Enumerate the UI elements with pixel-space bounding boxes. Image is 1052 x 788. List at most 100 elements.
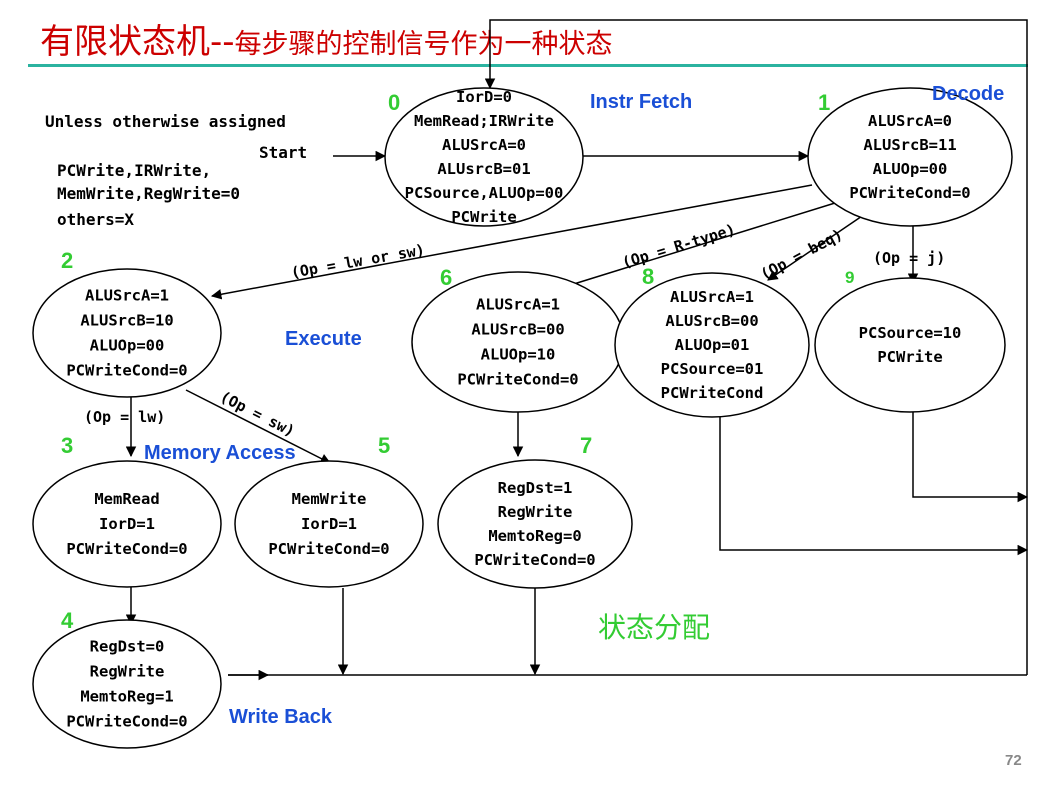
defaults-line-4: others=X [57, 210, 134, 229]
state-7-ellipse [437, 459, 633, 589]
state-4-signal: RegWrite [90, 663, 165, 681]
state-8-number: 8 [642, 264, 654, 289]
state-5-signal: PCWriteCond=0 [268, 540, 389, 558]
arrow-1-to-8 [767, 211, 869, 281]
state-6-signal: ALUSrcB=00 [471, 321, 564, 339]
label-instr-fetch: Instr Fetch [590, 91, 692, 113]
state-4-signal: RegDst=0 [90, 638, 165, 656]
state-9-signal: PCWrite [877, 348, 942, 366]
cond-rtype: (Op = R-type) [620, 220, 738, 272]
arrow-9-to-return [912, 412, 1029, 503]
state-assignment-label: 状态分配 [598, 611, 710, 644]
state-9-number: 9 [845, 268, 854, 287]
page-number: 72 [1005, 752, 1022, 769]
state-0-signal: PCWrite [451, 208, 516, 226]
state-9-signal: PCSource=10 [859, 324, 962, 342]
arrow-8-to-return [719, 416, 1029, 556]
label-decode: Decode [932, 83, 1004, 105]
state-1-signal: ALUSrcA=0 [868, 112, 952, 130]
cond-j: (Op = j) [873, 249, 945, 267]
slide-title: 有限状态机--每步骤的控制信号作为一种状态 [40, 14, 613, 63]
state-8-signal: ALUOp=01 [675, 336, 750, 354]
state-8-signal: ALUSrcA=1 [670, 288, 754, 306]
state-0-signal: ALUsrcB=01 [437, 160, 530, 178]
state-6-signal: ALUOp=10 [481, 346, 556, 364]
state-6-number: 6 [440, 265, 452, 290]
state-1-ellipse [807, 87, 1013, 227]
state-0-signal: ALUSrcA=0 [442, 136, 526, 154]
state-6-ellipse [411, 271, 625, 413]
state-6-signal: ALUSrcA=1 [476, 296, 560, 314]
state-4-signal: MemtoReg=1 [80, 688, 173, 706]
state-8-signal: ALUSrcB=00 [665, 312, 758, 330]
defaults-line-2: PCWrite,IRWrite, [57, 161, 211, 180]
state-7-signal: MemtoReg=0 [488, 527, 581, 545]
defaults-line-1: Unless otherwise assigned [45, 112, 286, 131]
state-4-signal: PCWriteCond=0 [66, 713, 187, 731]
state-7-signal: RegDst=1 [498, 479, 573, 497]
state-0-signal: IorD=0 [456, 88, 512, 106]
state-7-signal: RegWrite [498, 503, 573, 521]
state-1-signal: PCWriteCond=0 [849, 184, 970, 202]
start-label: Start [259, 143, 307, 162]
arrow-1-to-2 [210, 184, 813, 300]
state-5-signal: IorD=1 [301, 515, 357, 533]
state-2-ellipse [32, 268, 222, 398]
state-3-ellipse [32, 460, 222, 588]
state-4-number: 4 [61, 608, 74, 633]
state-0-ellipse [384, 87, 584, 227]
label-memory-access: Memory Access [144, 442, 296, 464]
title-rule [28, 64, 1028, 67]
state-0: IorD=0MemRead;IRWriteALUSrcA=0ALUsrcB=01… [384, 87, 584, 227]
state-0-signal: MemRead;IRWrite [414, 112, 554, 130]
state-2-signal: ALUOp=00 [90, 337, 165, 355]
arrow-2-to-5 [185, 389, 331, 464]
cond-lw: (Op = lw) [84, 408, 165, 426]
title-sub: 每步骤的控制信号作为一种状态 [234, 29, 613, 60]
state-5-signal: MemWrite [292, 490, 367, 508]
state-0-number: 0 [388, 90, 400, 115]
state-3-number: 3 [61, 433, 73, 458]
state-6-signal: PCWriteCond=0 [457, 371, 578, 389]
state-1-signal: ALUOp=00 [873, 160, 948, 178]
label-execute: Execute [285, 328, 362, 350]
cond-lw-sw: (Op = lw or sw) [290, 241, 427, 282]
state-8-signal: PCWriteCond [661, 384, 764, 402]
title-main: 有限状态机-- [40, 22, 235, 62]
state-2-number: 2 [61, 248, 73, 273]
state-1-number: 1 [818, 90, 830, 115]
state-5-number: 5 [378, 433, 390, 458]
state-2-signal: ALUSrcB=10 [80, 312, 173, 330]
state-7-signal: PCWriteCond=0 [474, 551, 595, 569]
state-4-ellipse [32, 619, 222, 749]
state-3-signal: MemRead [94, 490, 159, 508]
state-7-number: 7 [580, 433, 592, 458]
state-1-signal: ALUSrcB=11 [863, 136, 956, 154]
cond-beq: (Op = beq) [757, 225, 845, 283]
arrow-1-to-6 [546, 202, 836, 295]
state-9-ellipse [814, 277, 1006, 413]
cond-sw: (Op = sw) [217, 388, 298, 441]
label-write-back: Write Back [229, 706, 333, 728]
state-5-ellipse [234, 460, 424, 588]
state-3-signal: IorD=1 [99, 515, 155, 533]
loop-return-line [484, 19, 1028, 675]
state-2-signal: ALUSrcA=1 [85, 287, 169, 305]
defaults-line-3: MemWrite,RegWrite=0 [57, 184, 240, 203]
state-8-ellipse [614, 272, 810, 418]
state-0-signal: PCSource,ALUOp=00 [405, 184, 564, 202]
state-2-signal: PCWriteCond=0 [66, 362, 187, 380]
state-8: ALUSrcA=1ALUSrcB=00ALUOp=01PCSource=01PC… [614, 272, 810, 418]
state-8-signal: PCSource=01 [661, 360, 764, 378]
state-3-signal: PCWriteCond=0 [66, 540, 187, 558]
